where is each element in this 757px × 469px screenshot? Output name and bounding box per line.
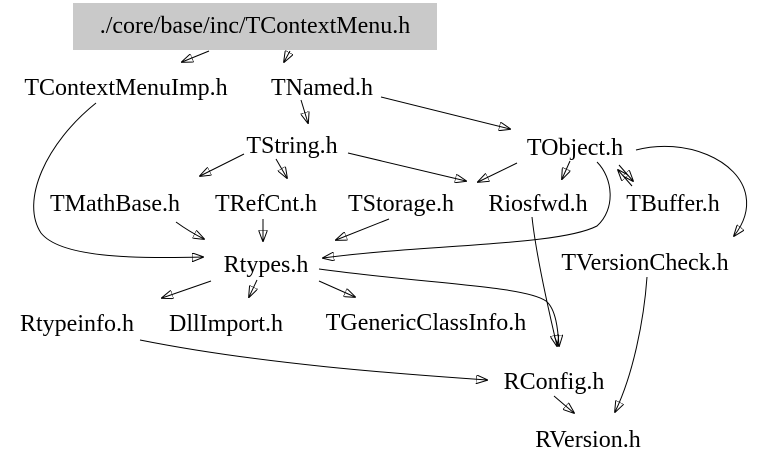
node-tbuffer[interactable]: TBuffer.h [626, 191, 720, 217]
edge-tstring-to-tmathbase [200, 153, 245, 176]
edge-tnamed-to-tstring [301, 99, 308, 123]
edge-tcontextmenuimp-to-rtypes [33, 102, 203, 258]
edge-tcontextmenu-to-tnamed [284, 51, 290, 62]
edge-rtypes-to-rconfig [318, 268, 559, 346]
node-rtypes[interactable]: Rtypes.h [223, 252, 309, 278]
node-tcontextmenuimp[interactable]: TContextMenuImp.h [24, 75, 228, 101]
node-tstorage[interactable]: TStorage.h [348, 191, 454, 217]
node-tobject[interactable]: TObject.h [526, 135, 624, 161]
edge-riosfwd-to-rconfig [531, 216, 557, 346]
node-rversion[interactable]: RVersion.h [535, 427, 641, 453]
node-tmathbase[interactable]: TMathBase.h [50, 191, 180, 217]
node-tversioncheck[interactable]: TVersionCheck.h [561, 250, 729, 276]
edge-tobject-to-riosfwd [562, 160, 570, 179]
edge-tversioncheck-to-rversion [615, 276, 648, 412]
edge-tnamed-to-tobject [380, 96, 510, 129]
edge-rtypes-to-tgenericclassinfo [318, 280, 355, 297]
node-tstring[interactable]: TString.h [246, 133, 338, 159]
node-rconfig[interactable]: RConfig.h [503, 369, 605, 395]
edge-tobject-to-tversioncheck [635, 145, 748, 236]
edge-tobject-to-rtypes [323, 161, 611, 258]
edge-tstring-to-tstorage [347, 152, 466, 181]
node-trefcnt[interactable]: TRefCnt.h [215, 191, 317, 217]
edge-rtypes-to-rtypeinfo [162, 280, 212, 298]
node-tgenericclassinfo[interactable]: TGenericClassInfo.h [325, 310, 527, 336]
edge-tbuffer-to-tobject [618, 170, 633, 187]
edge-tobject-to-tstorage [478, 162, 518, 182]
node-tnamed[interactable]: TNamed.h [271, 75, 373, 101]
edge-rtypes-to-dllimport [249, 279, 257, 297]
edge-tstorage-to-rtypes [336, 218, 390, 240]
edge-tstring-to-trefcnt [275, 158, 287, 178]
node-tcontextmenu-main: ./core/base/inc/TContextMenu.h [73, 3, 437, 50]
edge-tcontextmenu-to-tcontextmenuimp [182, 50, 210, 62]
node-rtypeinfo[interactable]: Rtypeinfo.h [20, 311, 134, 337]
edge-rconfig-to-rversion [553, 395, 574, 413]
node-dllimport[interactable]: DllImport.h [169, 311, 283, 337]
edge-tmathbase-to-rtypes [175, 221, 204, 239]
node-riosfwd[interactable]: Riosfwd.h [488, 191, 588, 217]
edge-rtypeinfo-to-rconfig [139, 339, 487, 380]
